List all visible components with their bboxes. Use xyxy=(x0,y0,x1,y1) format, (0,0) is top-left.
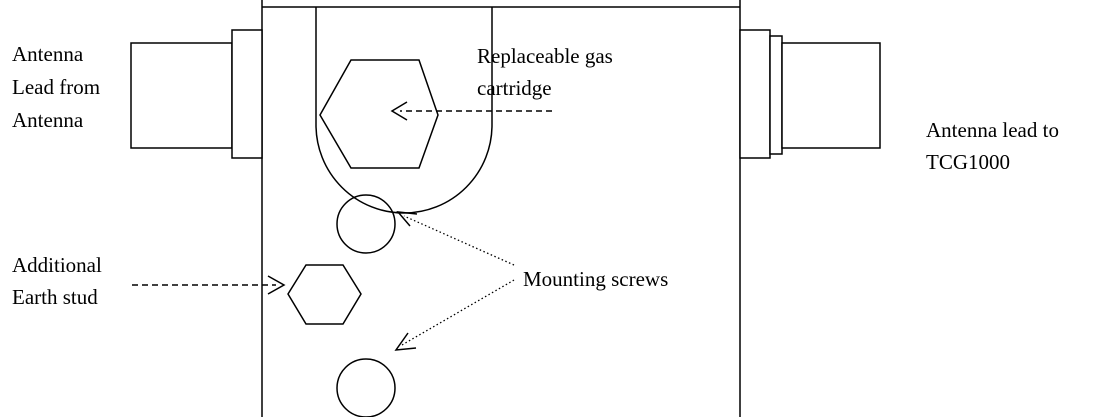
mounting-screw-pointer-top xyxy=(403,215,515,266)
right-connector-flange xyxy=(739,29,771,159)
mounting-screw-pointer-bottom xyxy=(401,279,515,346)
left-connector-outer xyxy=(130,42,233,149)
label-gas-cartridge: Replaceable gas cartridge xyxy=(477,44,618,100)
gas-cartridge-housing xyxy=(315,7,493,214)
label-earth-stud: Additional Earth stud xyxy=(12,253,107,309)
mounting-screw-arrowhead-bottom xyxy=(394,332,417,351)
earth-stud-hexagon xyxy=(287,264,362,325)
gas-cartridge-hexagon xyxy=(319,59,439,169)
mounting-screw-bottom xyxy=(336,358,396,417)
label-antenna-lead-from: Antenna Lead from Antenna xyxy=(12,42,105,132)
gas-cartridge-arrowhead xyxy=(390,101,408,121)
mounting-screw-arrowhead-top xyxy=(396,211,418,227)
left-connector-flange xyxy=(231,29,263,159)
label-antenna-lead-to: Antenna lead to TCG1000 xyxy=(926,118,1064,174)
mounting-screw-top xyxy=(336,194,396,254)
earth-stud-arrowhead xyxy=(267,275,286,295)
label-mounting-screws: Mounting screws xyxy=(523,267,668,291)
right-connector-outer xyxy=(769,35,783,155)
right-connector-body xyxy=(781,42,881,149)
